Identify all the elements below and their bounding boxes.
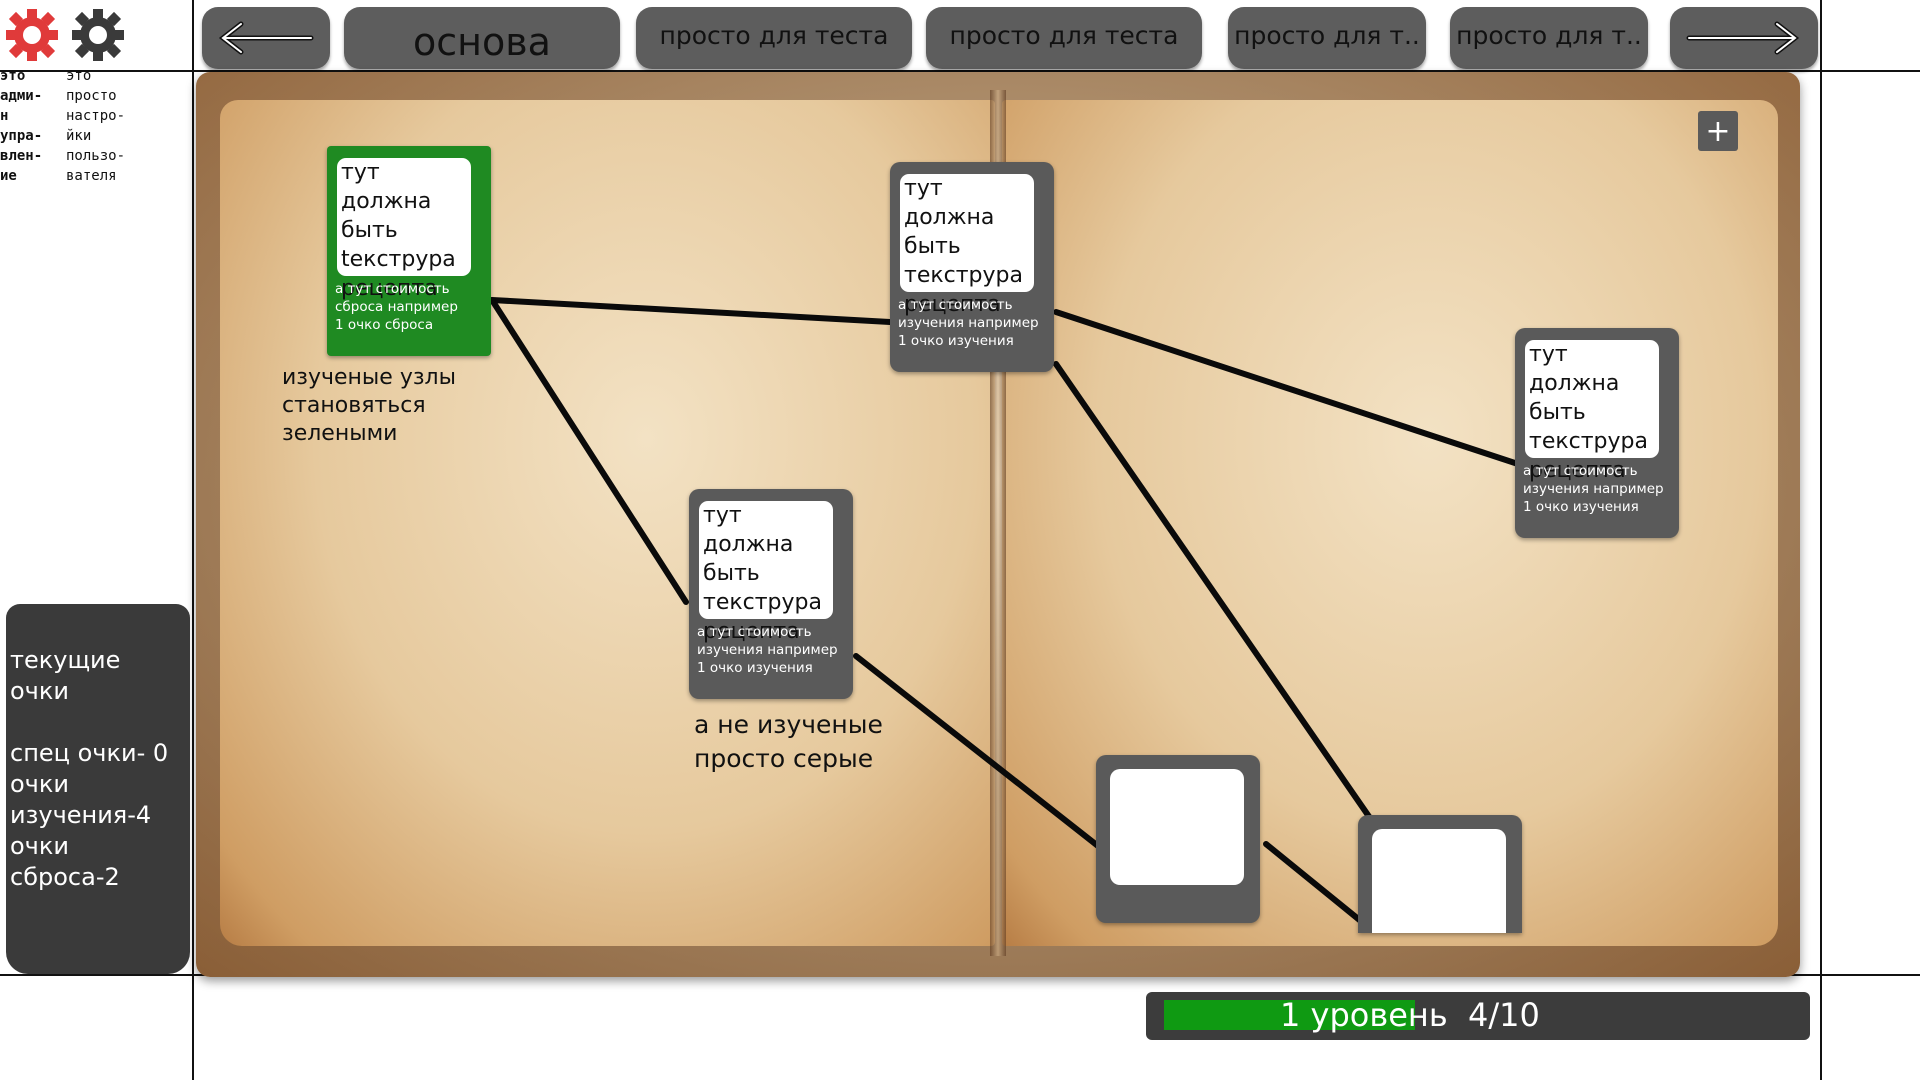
note-unlearned: а не изученые просто серые	[694, 710, 883, 773]
recipe-node-empty[interactable]	[1096, 755, 1260, 923]
recipe-node[interactable]: тут должна быть текструра рецепта а тут …	[1515, 328, 1679, 538]
link-3-5	[853, 653, 1101, 849]
recipe-cost: а тут стоимость изучения например 1 очко…	[898, 297, 1039, 349]
tab-test-4[interactable]: просто для т..	[1450, 7, 1648, 69]
arrow-left-icon	[218, 21, 314, 55]
points-panel: текущие очки спец очки- 0 очки изучения-…	[6, 604, 190, 974]
tab-test-1[interactable]: просто для теста	[636, 7, 912, 69]
prev-tab-button[interactable]	[202, 7, 330, 69]
divider-top	[0, 70, 1920, 72]
link-5-6	[1263, 841, 1365, 925]
recipe-texture: тут должна быть tекструра рецепта	[337, 158, 471, 301]
recipe-texture	[1110, 769, 1244, 885]
tab-label: основа	[413, 20, 551, 64]
tab-osnova[interactable]: основа	[344, 7, 620, 69]
points-text: текущие очки спец очки- 0 очки изучения-…	[10, 646, 169, 891]
link-2-4	[1053, 309, 1521, 467]
recipe-node-learned[interactable]: тут должна быть tекструра рецепта а тут …	[327, 146, 491, 356]
recipe-texture	[1372, 829, 1506, 933]
link-2-6	[1053, 361, 1373, 821]
recipe-cost: а тут стоимость изучения например 1 очко…	[697, 624, 838, 676]
level-progress-fill	[1164, 1000, 1415, 1030]
gear-shape	[6, 9, 58, 61]
recipe-texture: тут должна быть текструра рецепта	[699, 501, 833, 644]
tab-label: просто для т..	[1234, 21, 1420, 50]
note-learned: изученые узлы становяться зелеными	[282, 365, 456, 446]
tab-label: просто для теста	[659, 21, 889, 50]
level-progress-bar: 1 уровень 4/10	[1146, 992, 1810, 1040]
admin-gear-icon[interactable]	[2, 6, 62, 68]
recipe-cost: а тут стоимость сброса например 1 очко с…	[335, 281, 458, 333]
admin-label: это адми- н упра- влен- ие	[0, 68, 43, 184]
settings-gear-icon[interactable]	[68, 6, 128, 68]
tab-test-2[interactable]: просто для теста	[926, 7, 1202, 69]
recipe-cost: а тут стоимость изучения например 1 очко…	[1523, 463, 1664, 515]
level-text: 1 уровень 4/10	[1280, 996, 1540, 1034]
recipe-texture: тут должна быть текструра рецепта	[1525, 340, 1659, 483]
recipe-node[interactable]: тут должна быть текструра рецепта а тут …	[689, 489, 853, 699]
divider-right	[1820, 0, 1822, 1080]
plus-icon: +	[1705, 113, 1731, 149]
tab-label: просто для теста	[949, 21, 1179, 50]
next-tab-button[interactable]	[1670, 7, 1818, 69]
link-1-3	[489, 297, 689, 605]
arrow-right-icon	[1686, 21, 1800, 55]
recipe-texture: тут должна быть текструра рецепта	[900, 174, 1034, 317]
recipe-node-empty[interactable]	[1358, 815, 1522, 933]
recipe-node[interactable]: тут должна быть текструра рецепта а тут …	[890, 162, 1054, 372]
tab-label: просто для т..	[1456, 21, 1642, 50]
add-node-button[interactable]: +	[1698, 111, 1738, 151]
tab-test-3[interactable]: просто для т..	[1228, 7, 1426, 69]
divider-left	[192, 0, 194, 1080]
settings-label: это просто настро- йки пользо- вателя	[66, 68, 126, 184]
link-1-2	[489, 297, 893, 325]
